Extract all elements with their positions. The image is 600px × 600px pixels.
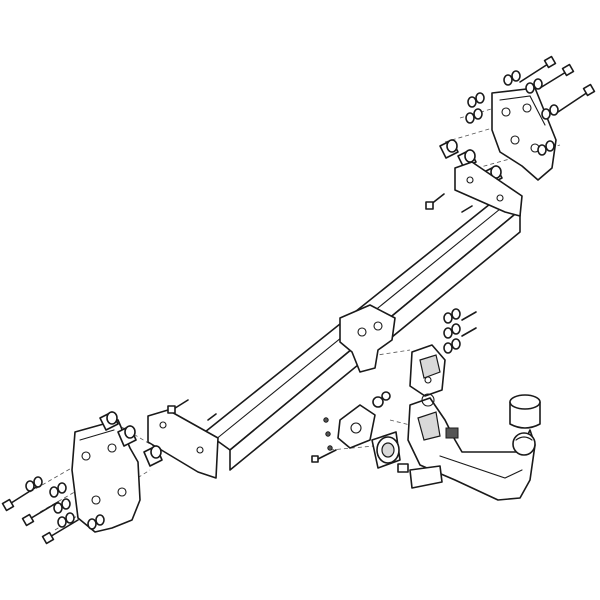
neck-mount-block: [417, 411, 441, 441]
plate-hole: [501, 107, 511, 117]
bolt: [557, 83, 596, 113]
nut: [545, 140, 555, 152]
washer: [443, 312, 453, 324]
electrical-socket: [371, 431, 443, 489]
washer: [465, 112, 475, 124]
washer: [87, 518, 97, 530]
nut: [451, 308, 461, 320]
nut: [95, 514, 105, 526]
flange-hole: [196, 446, 204, 454]
washer: [53, 502, 63, 514]
socket-cover: [397, 463, 409, 473]
nut: [475, 92, 485, 104]
wiring-box: [409, 465, 443, 489]
bolt: [425, 193, 445, 210]
nut: [65, 512, 75, 524]
right-mounting-plate: [491, 87, 557, 181]
nut: [549, 104, 559, 116]
washer: [525, 82, 535, 94]
washer: [503, 74, 513, 86]
plate-hole: [522, 103, 532, 113]
washer: [25, 480, 35, 492]
bolt: [461, 311, 477, 321]
ball-cap: [509, 394, 541, 429]
stud: [461, 205, 473, 213]
spacer-tube: [439, 139, 459, 159]
washer: [467, 96, 477, 108]
washer: [443, 327, 453, 339]
flange-hole: [496, 194, 504, 202]
plate-hole: [117, 487, 127, 497]
nut: [57, 482, 67, 494]
flange-hole: [466, 176, 474, 184]
washer: [537, 144, 547, 156]
washer: [541, 108, 551, 120]
plate-hole: [510, 135, 520, 145]
nut: [473, 108, 483, 120]
nut: [451, 323, 461, 335]
spacer-tube: [143, 445, 163, 467]
bolt: [461, 327, 477, 337]
locking-knob: [421, 393, 435, 407]
center-hardware: [443, 308, 477, 354]
bracket-hole: [373, 321, 383, 331]
mounting-bolts-top-right: [465, 55, 596, 156]
stud: [207, 413, 217, 421]
bolt: [21, 501, 59, 527]
bolt: [41, 519, 79, 545]
screw: [325, 431, 331, 437]
socket-bracket: [409, 344, 446, 397]
washer: [57, 516, 67, 528]
screw: [327, 445, 333, 451]
lock-mechanism: [445, 427, 459, 439]
right-end-flange: [454, 161, 523, 217]
socket-screws: [311, 417, 337, 463]
nut: [381, 391, 391, 401]
washer: [372, 396, 384, 408]
bolt: [167, 399, 189, 414]
socket-mount-plate: [337, 391, 391, 449]
spacer-tubes-left: [99, 399, 189, 467]
bracket-hole: [357, 327, 367, 337]
nut: [451, 338, 461, 350]
plate-hole: [91, 495, 101, 505]
center-bracket: [339, 304, 396, 373]
mounting-bolts-left: [1, 476, 105, 545]
plate-hole: [107, 443, 117, 453]
tow-ball: [512, 432, 536, 456]
bolt: [539, 63, 575, 89]
nut: [533, 78, 543, 90]
bolt: [311, 449, 337, 463]
washer: [443, 342, 453, 354]
nut: [61, 498, 71, 510]
nut: [511, 70, 521, 82]
washer: [49, 486, 59, 498]
plate-hole: [81, 451, 91, 461]
nut: [33, 476, 43, 488]
spacer-tube: [99, 411, 119, 431]
bolt: [519, 55, 557, 83]
screw: [323, 417, 329, 423]
spacer-tube: [117, 425, 137, 447]
flange-hole: [159, 421, 167, 429]
